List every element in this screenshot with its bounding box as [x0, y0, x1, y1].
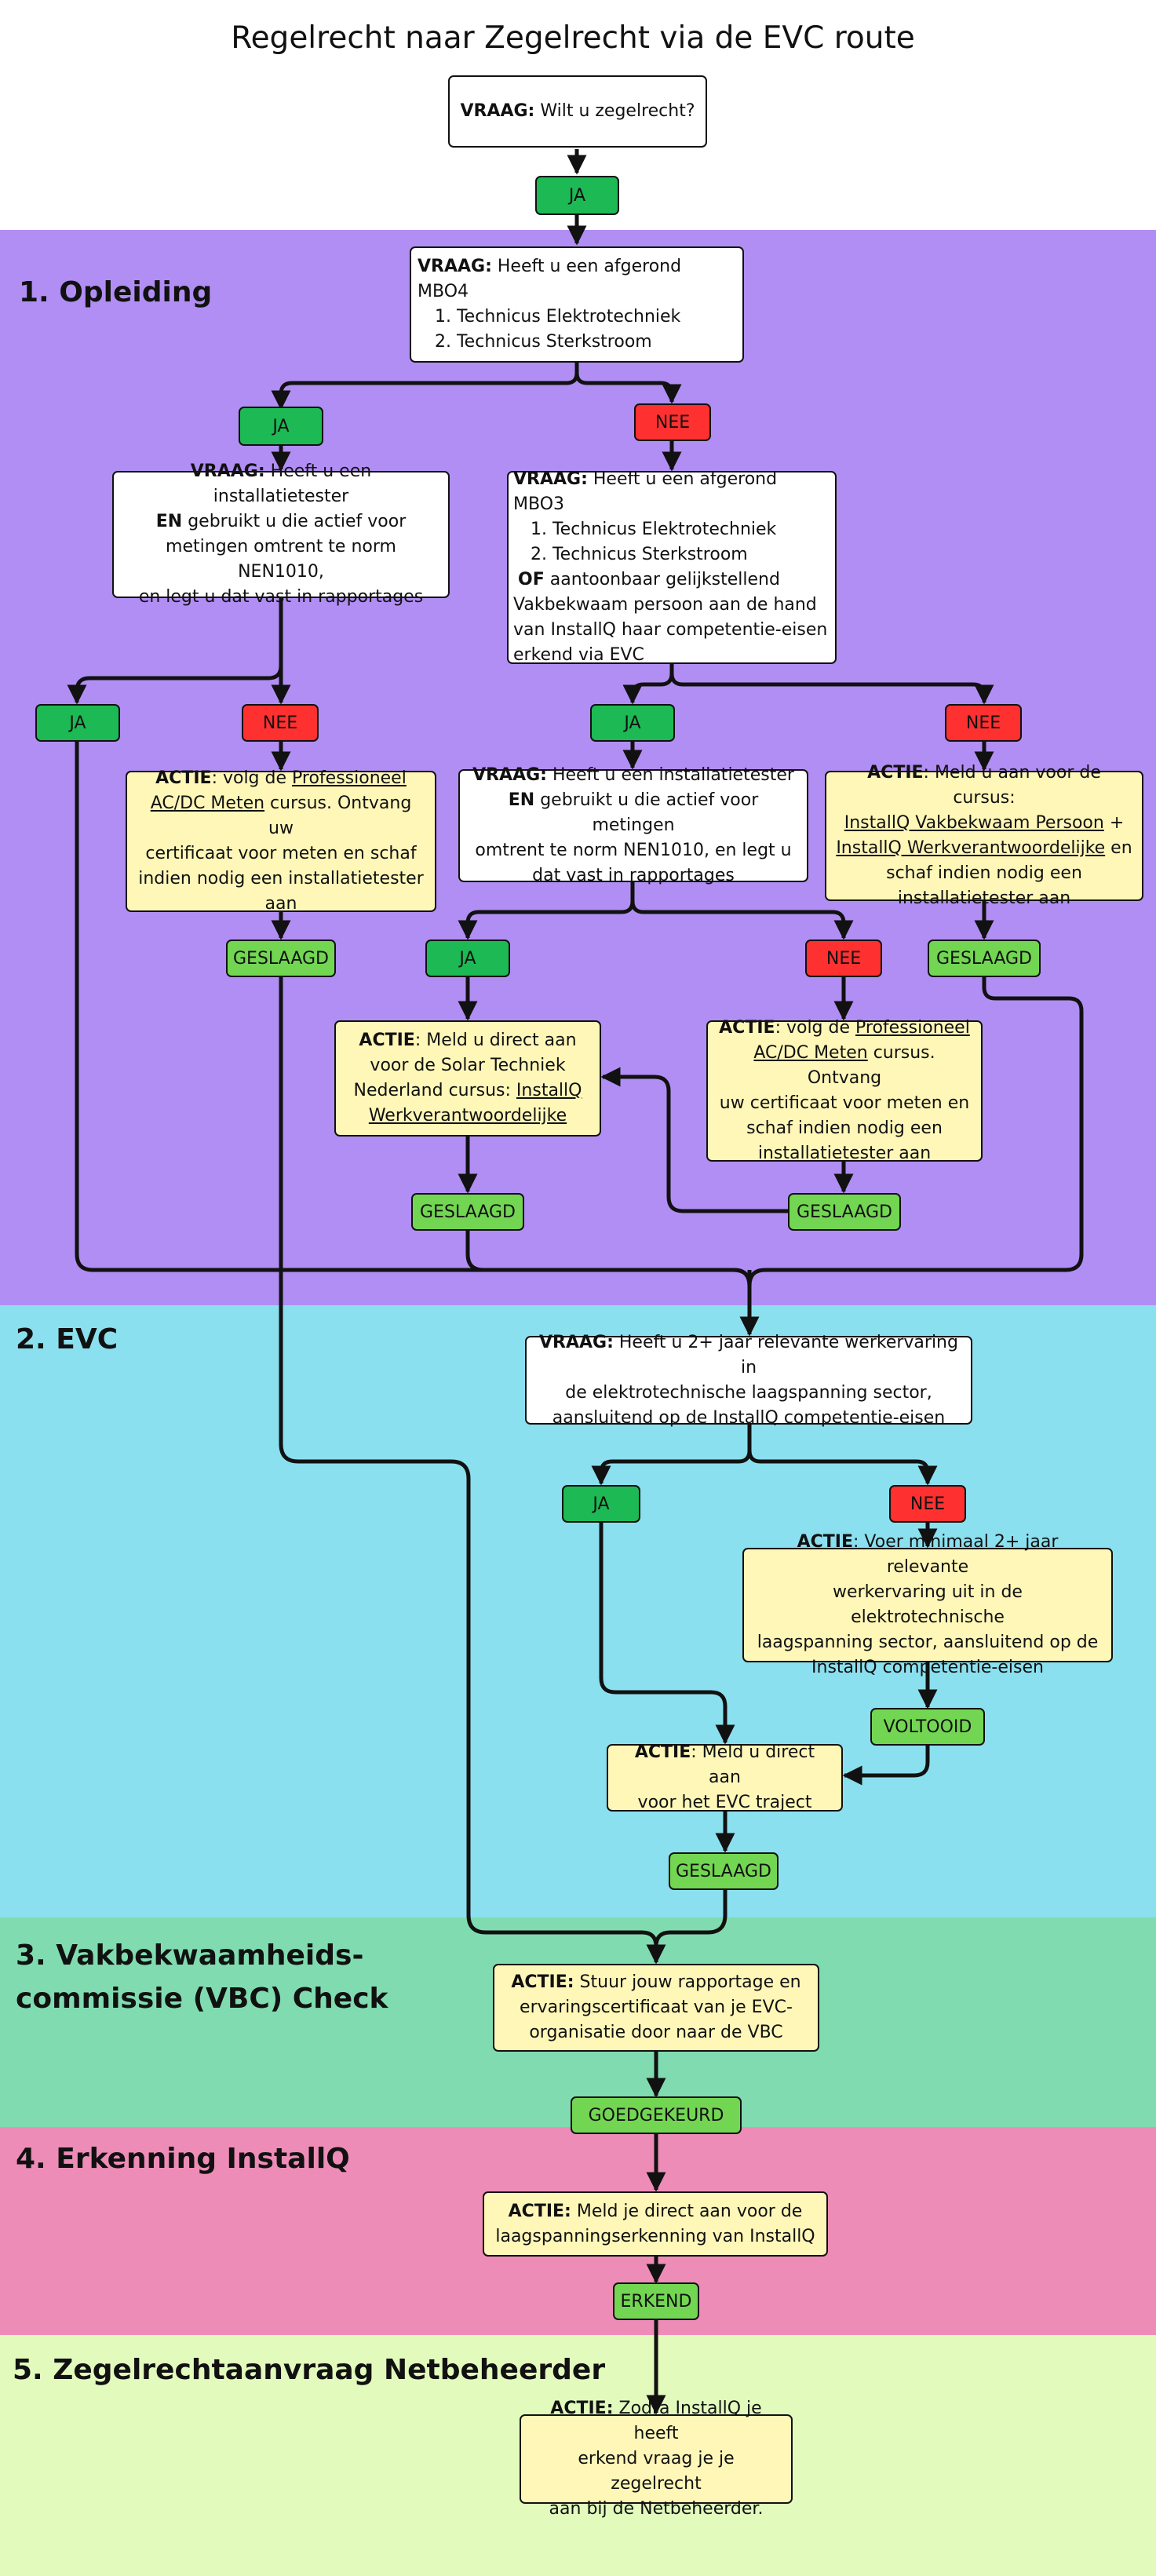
action-werkervaring: ACTIE: Voer minimaal 2+ jaar relevante w…	[742, 1532, 1113, 1677]
question-mbo3: VRAAG: Heeft u een afgerond MBO3 1. Tech…	[507, 469, 837, 665]
conn-mbo4-nee	[574, 363, 682, 404]
link-installq-solar[interactable]: InstallQ	[516, 1081, 582, 1100]
conn-voltooid-aevc	[842, 1744, 930, 1786]
link-acdc-meten-mid[interactable]: AC/DC Meten	[753, 1043, 868, 1063]
action-erkenning-installq: ACTIE: Meld je direct aan voor de laagsp…	[483, 2191, 828, 2257]
section-title-vbc-line2: commissie (VBC) Check	[16, 1983, 388, 2015]
conn-geslaagd-left-long	[279, 977, 658, 1947]
answer-ja-mbo4: JA	[239, 407, 323, 446]
conn-mbo3-nee	[669, 664, 994, 705]
answer-ja-start: JA	[535, 176, 619, 215]
result-geslaagd-meten-mid: GESLAAGD	[788, 1193, 901, 1231]
answer-ja-ervaring: JA	[562, 1485, 640, 1523]
conn-testerleft-ja	[67, 598, 283, 705]
answer-ja-mbo3: JA	[590, 704, 675, 742]
action-zegelrecht-netbeheerder: ACTIE: Zodra InstallQ je heeft erkend vr…	[520, 2399, 793, 2519]
conn-ervaring-ja	[591, 1425, 752, 1486]
conn-testermid-nee	[630, 882, 854, 940]
question-installatietester-mid: VRAAG: Heeft u een installatietester EN …	[458, 765, 808, 885]
answer-ja-testermid: JA	[425, 940, 510, 977]
conn-vak-geslaagd-merge	[747, 977, 1084, 1286]
conn-geslaagd-vbc	[646, 1888, 728, 1965]
action-meten-left: ACTIE: volg de Professioneel AC/DC Meten…	[126, 768, 436, 914]
result-goedgekeurd: GOEDGEKEURD	[571, 2096, 742, 2134]
link-professioneel-left[interactable]: Professioneel	[292, 768, 407, 788]
question-mbo4: VRAAG: Heeft u een afgerond MBO4 1. Tech…	[410, 246, 744, 363]
action-solar-techniek: ACTIE: Meld u direct aan voor de Solar T…	[334, 1020, 601, 1137]
action-meten-mid: ACTIE: volg de Professioneel AC/DC Meten…	[706, 1018, 983, 1163]
question-installatietester-left: VRAAG: Heeft u een installatietester EN …	[112, 462, 450, 607]
link-acdc-meten-left[interactable]: AC/DC Meten	[150, 794, 265, 813]
answer-nee-testerleft: NEE	[242, 704, 319, 742]
section-title-vbc-line1: 3. Vakbekwaamheids-	[16, 1939, 364, 1972]
conn-solar-geslaagd-merge	[465, 1231, 752, 1286]
answer-nee-mbo3: NEE	[945, 704, 1022, 742]
result-geslaagd-left: GESLAAGD	[226, 940, 336, 977]
section-title-zegel: 5. Zegelrechtaanvraag Netbeheerder	[13, 2354, 606, 2386]
conn-mbo3-ja	[622, 664, 674, 705]
page-title: Regelrecht naar Zegelrecht via de EVC ro…	[231, 20, 915, 56]
result-geslaagd-solar: GESLAAGD	[411, 1193, 524, 1231]
answer-ja-testerleft: JA	[35, 704, 120, 742]
link-professioneel-mid[interactable]: Professioneel	[855, 1018, 970, 1038]
question-werkervaring: VRAAG: Heeft u 2+ jaar relevante werkerv…	[525, 1333, 972, 1428]
section-title-evc: 2. EVC	[16, 1323, 119, 1356]
conn-ervaring-nee	[747, 1425, 938, 1486]
answer-nee-testermid: NEE	[805, 940, 882, 977]
action-vakbekwaam: ACTIE: Meld u aan voor de cursus: Instal…	[825, 763, 1143, 908]
conn-geslaagd-solar	[600, 1067, 788, 1213]
result-geslaagd-vakbekwaam: GESLAAGD	[928, 940, 1041, 977]
conn-ja-aevc	[599, 1523, 735, 1745]
conn-mbo4-ja	[271, 363, 579, 410]
result-voltooid: VOLTOOID	[870, 1708, 985, 1746]
answer-nee-mbo4: NEE	[634, 403, 711, 441]
section-title-erkenning: 4. Erkenning InstallQ	[16, 2143, 350, 2175]
link-werkverantwoordelijke-right[interactable]: InstallQ Werkverantwoordelijke	[836, 838, 1106, 858]
link-werkverantwoordelijke-solar[interactable]: Werkverantwoordelijke	[368, 1106, 567, 1126]
section-title-opleiding: 1. Opleiding	[19, 276, 213, 308]
action-vbc-rapportage: ACTIE: Stuur jouw rapportage en ervaring…	[493, 1964, 819, 2052]
conn-testermid-ja	[458, 882, 635, 940]
result-geslaagd-evc: GESLAAGD	[669, 1852, 779, 1890]
link-vakbekwaam-persoon[interactable]: InstallQ Vakbekwaam Persoon	[844, 813, 1104, 833]
action-evc-traject: ACTIE: Meld u direct aan voor het EVC tr…	[607, 1742, 843, 1812]
answer-nee-ervaring: NEE	[889, 1485, 966, 1523]
result-erkend: ERKEND	[613, 2282, 699, 2320]
question-wilt-zegelrecht: VRAAG: Wilt u zegelrecht?	[448, 75, 707, 148]
